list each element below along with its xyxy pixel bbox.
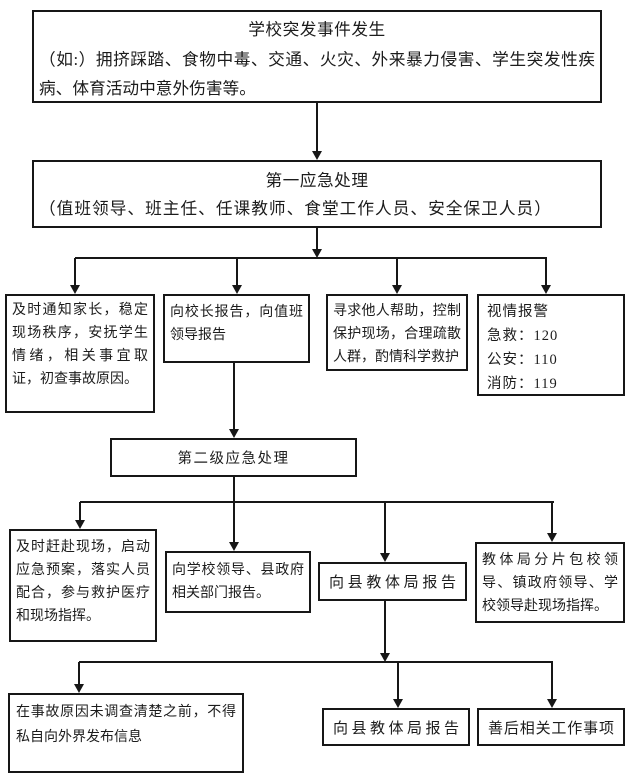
node-second-level: 第二级应急处理 [110,438,357,477]
arrow-down-icon [547,699,557,708]
arrow-down-icon [229,429,239,438]
node-report-bureau-body: 向县教体局报告 [329,575,456,591]
node-alarm-line-emergency: 急救：120 [487,328,559,344]
connector-to-report-principal [236,258,238,286]
arrow-down-icon [380,553,390,562]
node-incident-body-line2: 病、体育活动中意外伤害等。 [39,79,256,98]
node-incident-title: 学校突发事件发生 [248,20,386,39]
node-alarm: 视情报警 急救：120 公安：110 消防：119 [477,294,625,396]
node-aftermath: 善后相关工作事项 [477,708,625,746]
arrow-down-icon [393,699,403,708]
node-alarm-title: 视情报警 [487,304,549,320]
connector-to-no-release [78,662,80,685]
node-rush-scene-body: 及时赶赴现场，启动应急预案，落实人员配合，参与救护医疗和现场指挥。 [16,540,150,624]
arrow-down-icon [232,285,242,294]
node-notify-parents-body: 及时通知家长，稳定现场秩序，安抚学生情绪，相关事宜取证，初查事故原因。 [12,303,148,387]
arrow-down-icon [312,249,322,258]
node-report-principal: 向校长报告，向值班领导报告 [163,294,310,363]
branch-line-3 [79,661,553,663]
node-report-principal-body: 向校长报告，向值班领导报告 [170,305,303,343]
node-alarm-line-fire: 消防：119 [487,376,558,392]
connector-to-aftermath [551,662,553,700]
branch-line-2 [80,501,554,503]
node-bureau-leaders-body: 教体局分片包校领导、镇政府领导、学校领导赴现场指挥。 [482,553,618,614]
arrow-down-icon [380,653,390,662]
arrow-down-icon [70,285,80,294]
node-report-gov-body: 向学校领导、县政府相关部门报告。 [172,563,304,601]
arrow-down-icon [229,542,239,551]
node-first-response-body: （值班领导、班主任、任课教师、食堂工作人员、安全保卫人员） [39,199,552,218]
node-no-release: 在事故原因未调查清楚之前，不得私自向外界发布信息 [8,693,244,773]
node-report-bureau: 向县教体局报告 [318,562,467,601]
node-aftermath-body: 善后相关工作事项 [488,720,614,737]
connector-to-seek-help [396,258,398,286]
connector-to-rush-scene [79,502,81,521]
connector-to-notify-parents [74,258,76,286]
arrow-down-icon [547,533,557,542]
arrow-down-icon [75,520,85,529]
node-report-gov: 向学校领导、县政府相关部门报告。 [165,551,311,613]
node-notify-parents: 及时通知家长，稳定现场秩序，安抚学生情绪，相关事宜取证，初查事故原因。 [5,294,155,413]
node-first-response-title: 第一应急处理 [265,171,369,190]
arrow-down-icon [392,285,402,294]
connector-to-report-bureau-2 [397,662,399,700]
node-incident-body-line1: （如:）拥挤踩踏、食物中毒、交通、火灾、外来暴力侵害、学生突发性疾 [39,50,595,69]
arrow-down-icon [312,151,322,160]
arrow-down-icon [74,684,84,693]
node-alarm-line-police: 公安：110 [487,352,558,368]
node-rush-scene: 及时赶赴现场，启动应急预案，落实人员配合，参与救护医疗和现场指挥。 [9,529,157,642]
branch-line-1 [75,257,547,259]
node-second-level-title: 第二级应急处理 [177,451,290,467]
arrow-down-icon [541,285,551,294]
connector-bureau-to-branch3 [384,601,386,653]
connector-second-level-to-report-gov [233,477,235,543]
node-seek-help: 寻求他人帮助，控制保护现场，合理疏散人群，酌情科学救护 [326,294,468,371]
node-report-bureau-2: 向县教体局报告 [322,708,470,746]
node-first-response: 第一应急处理 （值班领导、班主任、任课教师、食堂工作人员、安全保卫人员） [32,160,602,228]
connector-to-bureau-leaders [551,502,553,534]
connector-to-alarm [545,258,547,286]
connector-to-report-bureau [384,502,386,554]
node-incident: 学校突发事件发生 （如:）拥挤踩踏、食物中毒、交通、火灾、外来暴力侵害、学生突发… [32,10,602,103]
node-bureau-leaders: 教体局分片包校领导、镇政府领导、学校领导赴现场指挥。 [475,542,625,623]
node-no-release-body: 在事故原因未调查清楚之前，不得私自向外界发布信息 [16,705,236,745]
connector-principal-to-second-level [233,363,235,430]
node-report-bureau-2-body: 向县教体局报告 [333,720,459,737]
connector-incident-to-first [316,103,318,152]
node-seek-help-body: 寻求他人帮助，控制保护现场，合理疏散人群，酌情科学救护 [333,304,461,365]
connector-first-to-branch [316,228,318,250]
